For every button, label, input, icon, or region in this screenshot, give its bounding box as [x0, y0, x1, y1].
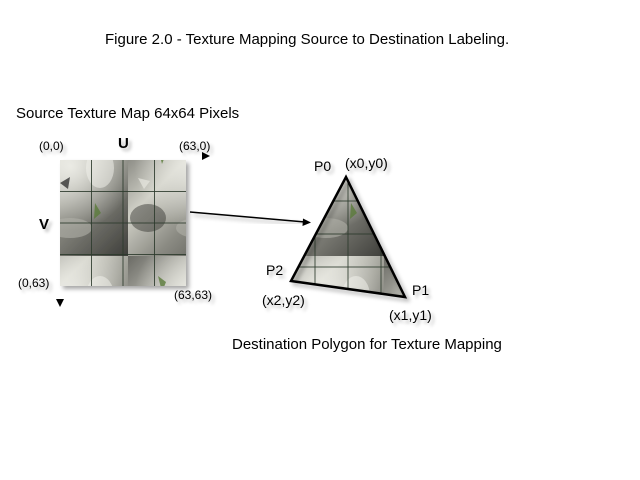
vertex-p0-coord: (x0,y0)	[345, 155, 388, 171]
mapping-arrow-line	[189, 211, 306, 223]
corner-top-right-label: (63,0)	[179, 139, 211, 153]
vertex-p1-label: P1	[412, 282, 430, 298]
source-texture-title: Source Texture Map 64x64 Pixels	[16, 105, 240, 122]
source-texture-grid	[60, 160, 186, 286]
vertex-p2-coord: (x2,y2)	[262, 292, 305, 308]
vertex-p2-label: P2	[266, 262, 284, 278]
corner-top-left-label: (0,0)	[39, 139, 64, 153]
mapping-arrow-head	[302, 218, 311, 226]
vertex-p1-coord: (x1,y1)	[389, 307, 432, 323]
v-axis-label: V	[39, 216, 50, 233]
destination-polygon-title: Destination Polygon for Texture Mapping	[232, 336, 502, 353]
source-texture-group	[56, 152, 210, 307]
destination-triangle-outline	[289, 174, 408, 299]
u-axis-label: U	[118, 135, 129, 152]
destination-polygon-group	[289, 174, 408, 299]
vertex-p0-label: P0	[314, 158, 332, 174]
corner-bottom-right-label: (63,63)	[174, 288, 213, 302]
corner-bottom-left-label: (0,63)	[18, 276, 50, 290]
u-axis-arrowhead	[202, 152, 210, 160]
figure-title: Figure 2.0 - Texture Mapping Source to D…	[105, 31, 510, 48]
v-axis-arrowhead	[56, 299, 64, 307]
